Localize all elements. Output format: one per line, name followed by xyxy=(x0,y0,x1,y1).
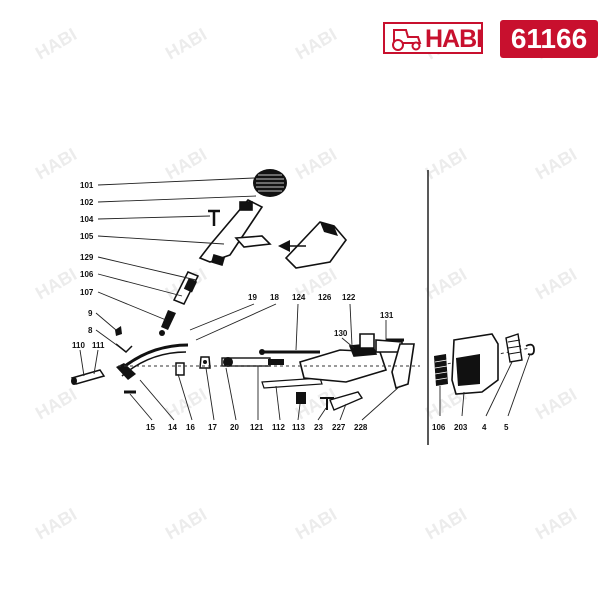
callout-label: 227 xyxy=(332,423,346,432)
callout-label: 16 xyxy=(186,423,195,432)
callout-label: 5 xyxy=(504,423,509,432)
watermark-text: HABI xyxy=(532,504,580,543)
right-group xyxy=(434,333,535,395)
watermark-text: HABI xyxy=(422,144,470,183)
watermark-text: HABI xyxy=(532,144,580,183)
part-number-badge: 61166 xyxy=(500,20,598,58)
watermark-text: HABI xyxy=(162,504,210,543)
callout-label: 8 xyxy=(88,326,93,335)
callout-label: 15 xyxy=(146,423,155,432)
callout-label: 4 xyxy=(482,423,487,432)
knurled-nut xyxy=(253,169,287,197)
part-113 xyxy=(296,392,306,404)
part-16 xyxy=(175,362,185,376)
watermark-text: HABI xyxy=(32,24,80,63)
cover-126 xyxy=(278,221,348,269)
watermark-text: HABI xyxy=(532,384,580,423)
callout-label: 17 xyxy=(208,423,217,432)
callout-label: 131 xyxy=(380,311,394,320)
watermark-text: HABI xyxy=(532,264,580,303)
brand-logo: HABI xyxy=(383,22,483,54)
callout-label: 105 xyxy=(80,232,94,241)
callout-label: 101 xyxy=(80,181,94,190)
leader-lines xyxy=(79,177,531,421)
nozzle xyxy=(70,369,106,385)
callout-label: 23 xyxy=(314,423,323,432)
watermark-text: HABI xyxy=(32,504,80,543)
callout-label: 104 xyxy=(80,215,94,224)
callout-label: 126 xyxy=(318,293,332,302)
callout-labels: 101 102 104 105 129 106 107 9 8 110 111 … xyxy=(72,181,509,432)
callout-label: 9 xyxy=(88,309,93,318)
watermark-text: HABI xyxy=(32,384,80,423)
callout-label: 130 xyxy=(334,329,348,338)
callout-label: 113 xyxy=(292,423,305,432)
torch-body xyxy=(198,199,272,266)
tube-assembly xyxy=(159,271,200,336)
watermark-text: HABI xyxy=(292,504,340,543)
callout-label: 102 xyxy=(80,198,94,207)
callout-label: 121 xyxy=(250,423,264,432)
watermark-text: HABI xyxy=(32,264,80,303)
callout-label: 111 xyxy=(92,341,105,350)
part-227 xyxy=(329,391,364,411)
callout-label: 129 xyxy=(80,253,94,262)
callout-label: 110 xyxy=(72,341,85,350)
callout-label: 106 xyxy=(80,270,94,279)
part-23 xyxy=(320,397,334,410)
watermark-text: HABI xyxy=(32,144,80,183)
screw-104 xyxy=(208,209,220,226)
callout-label: 112 xyxy=(272,423,285,432)
part-9 xyxy=(115,326,122,336)
callout-label: 203 xyxy=(454,423,468,432)
callout-label: 19 xyxy=(248,293,257,302)
callout-label: 20 xyxy=(230,423,239,432)
callout-label: 122 xyxy=(342,293,356,302)
watermark-text: HABI xyxy=(162,144,210,183)
part-8 xyxy=(115,343,133,354)
callout-label: 107 xyxy=(80,288,94,297)
watermark-text: HABI xyxy=(292,144,340,183)
watermark-layer: HABI HABI HABI HABI HABI HABI HABI HABI HABI HABI… xyxy=(32,24,580,543)
part-112 xyxy=(261,377,323,389)
callout-label: 106 xyxy=(432,423,446,432)
watermark-text: HABI xyxy=(292,24,340,63)
watermark-text: HABI xyxy=(422,264,470,303)
handle-body xyxy=(299,333,403,383)
callout-label: 18 xyxy=(270,293,279,302)
callout-label: 228 xyxy=(354,423,368,432)
callout-label: 14 xyxy=(168,423,177,432)
brand-logo-text: HABI xyxy=(425,25,483,53)
watermark-text: HABI xyxy=(162,384,210,423)
tractor-icon xyxy=(392,29,422,51)
callout-label: 124 xyxy=(292,293,306,302)
watermark-text: HABI xyxy=(162,24,210,63)
watermark-text: HABI xyxy=(422,504,470,543)
